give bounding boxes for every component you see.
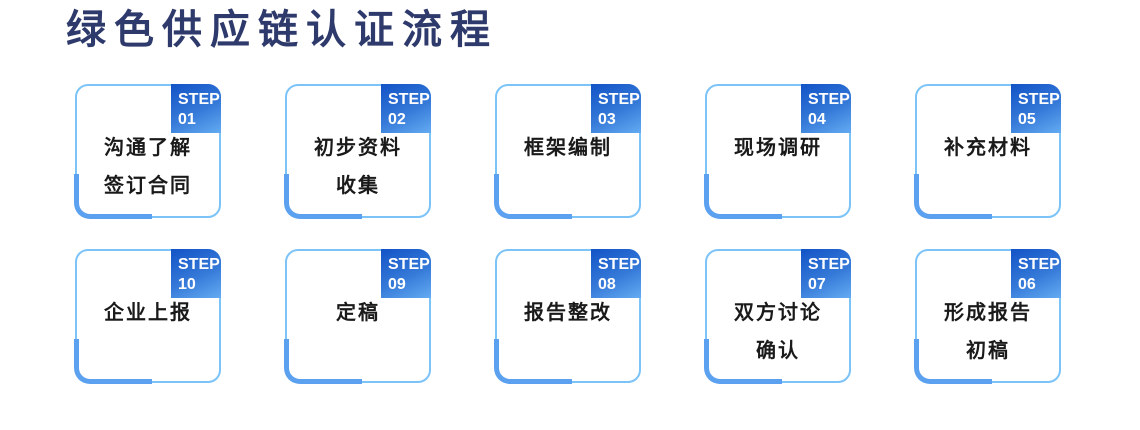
step-badge: STEP 07 (801, 249, 851, 298)
step-badge-label: STEP (598, 256, 640, 273)
step-text-line: 企业上报 (104, 302, 192, 324)
step-card-08: STEP 08 报告整改 (494, 249, 641, 384)
corner-accent-shape (284, 174, 362, 219)
step-card-05: STEP 05 补充材料 (914, 84, 1061, 219)
step-text-line: 报告整改 (524, 302, 612, 324)
step-card-07: STEP 07 双方讨论 确认 (704, 249, 851, 384)
step-card-text: 框架编制 (497, 129, 639, 205)
corner-accent-shape (914, 339, 992, 384)
step-text-line: 双方讨论 (734, 302, 822, 324)
corner-accent-shape (494, 174, 572, 219)
step-card-text: 企业上报 (77, 294, 219, 370)
step-badge-label: STEP (178, 91, 220, 108)
corner-accent-shape (704, 339, 782, 384)
step-card-02: STEP 02 初步资料 收集 (284, 84, 431, 219)
step-card-09: STEP 09 定稿 (284, 249, 431, 384)
corner-accent-shape (704, 174, 782, 219)
step-badge: STEP 09 (381, 249, 431, 298)
step-badge-label: STEP (388, 91, 430, 108)
step-badge-label: STEP (808, 256, 850, 273)
step-badge: STEP 03 (591, 84, 641, 133)
step-badge: STEP 01 (171, 84, 221, 133)
step-badge-label: STEP (1018, 91, 1060, 108)
step-card-text: 现场调研 (707, 129, 849, 205)
step-badge-number: 01 (178, 111, 196, 128)
step-card-text: 补充材料 (917, 129, 1059, 205)
step-badge-number: 04 (808, 111, 826, 128)
step-badge-number: 05 (1018, 111, 1036, 128)
step-badge-number: 02 (388, 111, 406, 128)
corner-accent-shape (284, 339, 362, 384)
step-badge-number: 09 (388, 276, 406, 293)
step-badge-label: STEP (598, 91, 640, 108)
step-badge: STEP 05 (1011, 84, 1061, 133)
step-badge-number: 08 (598, 276, 616, 293)
step-card-04: STEP 04 现场调研 (704, 84, 851, 219)
step-card-10: STEP 10 企业上报 (74, 249, 221, 384)
step-card-06: STEP 06 形成报告 初稿 (914, 249, 1061, 384)
step-badge: STEP 06 (1011, 249, 1061, 298)
step-card-text: 定稿 (287, 294, 429, 370)
corner-accent-shape (914, 174, 992, 219)
step-text-line: 现场调研 (734, 137, 822, 159)
step-text-line: 初步资料 (314, 137, 402, 159)
step-text-line: 形成报告 (944, 302, 1032, 324)
step-badge-number: 10 (178, 276, 196, 293)
step-text-line: 定稿 (336, 302, 380, 324)
step-badge: STEP 08 (591, 249, 641, 298)
step-badge-number: 06 (1018, 276, 1036, 293)
step-badge-number: 07 (808, 276, 826, 293)
step-badge-label: STEP (1018, 256, 1060, 273)
step-badge-number: 03 (598, 111, 616, 128)
step-badge: STEP 04 (801, 84, 851, 133)
step-card-01: STEP 01 沟通了解 签订合同 (74, 84, 221, 219)
step-card-03: STEP 03 框架编制 (494, 84, 641, 219)
step-text-line: 框架编制 (524, 137, 612, 159)
step-text-line: 补充材料 (944, 137, 1032, 159)
corner-accent-shape (494, 339, 572, 384)
step-text-line: 沟通了解 (104, 137, 192, 159)
step-badge: STEP 10 (171, 249, 221, 298)
step-badge-label: STEP (388, 256, 430, 273)
steps-grid: STEP 01 沟通了解 签订合同 STEP 02 初步资料 收集 STEP 0… (74, 84, 1140, 384)
page-title: 绿色供应链认证流程 (66, 8, 498, 52)
step-card-text: 报告整改 (497, 294, 639, 370)
corner-accent-shape (74, 339, 152, 384)
step-badge-label: STEP (178, 256, 220, 273)
corner-accent-shape (74, 174, 152, 219)
step-badge-label: STEP (808, 91, 850, 108)
step-badge: STEP 02 (381, 84, 431, 133)
